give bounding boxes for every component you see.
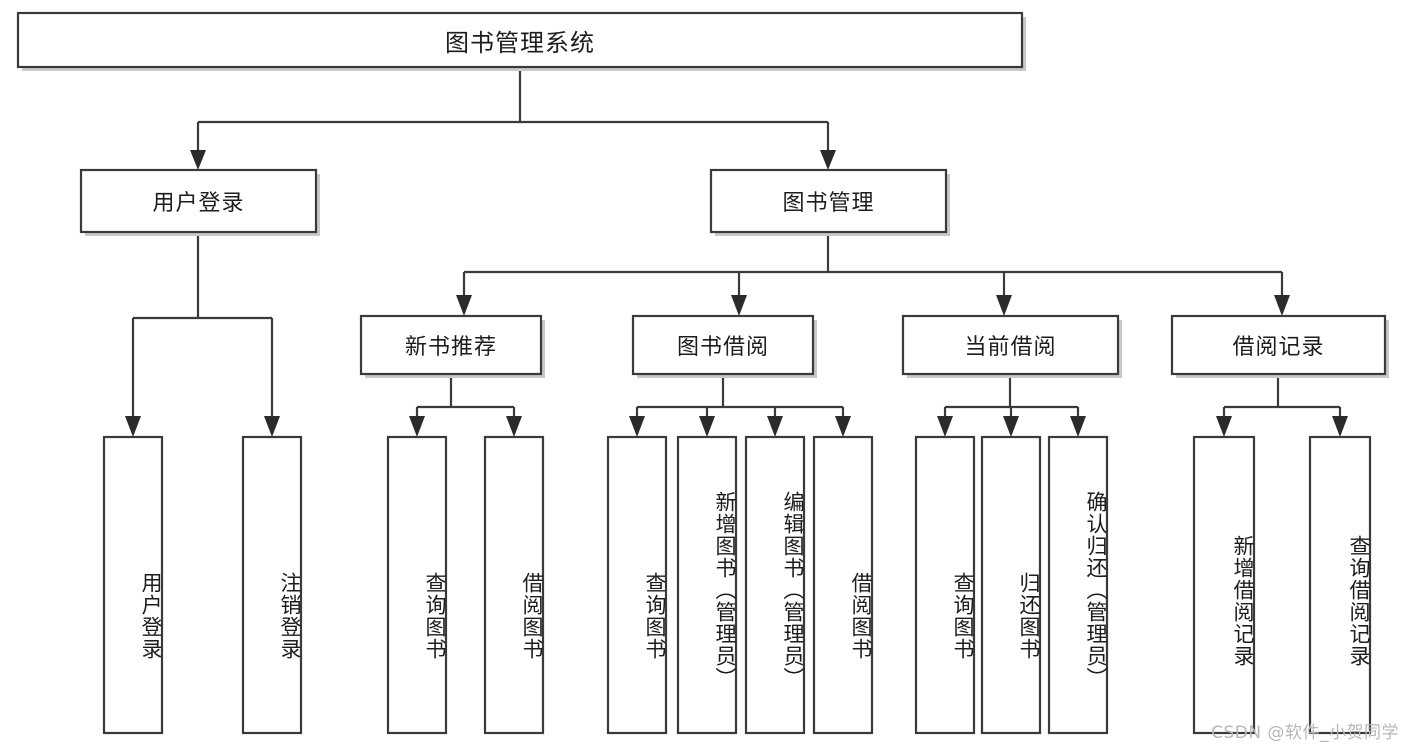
node-box-query-book-2[interactable] [606,435,668,735]
node-box-layer [16,11,1389,735]
arrowhead-query-borrow-record [1332,416,1348,437]
arrowhead-add-book [699,416,715,437]
arrowhead-borrow-book-1 [506,416,522,437]
node-box-edit-book[interactable] [744,435,806,735]
node-box-user-login-leaf[interactable] [102,435,164,735]
node-box-current-borrow[interactable] [901,314,1120,376]
arrowhead-book-management [820,150,836,170]
connector-layer [125,67,1348,437]
node-box-book-management[interactable] [709,168,948,234]
node-box-add-book[interactable] [676,435,738,735]
arrowhead-return-book [1003,416,1019,437]
node-box-query-borrow-record[interactable] [1308,435,1372,735]
arrowhead-user-login-leaf [125,416,141,437]
arrowhead-book-borrow [731,295,747,316]
arrowhead-query-book-2 [629,416,645,437]
arrowhead-confirm-return [1070,416,1086,437]
arrowhead-new-book-recommend [456,295,472,316]
arrowhead-borrow-record [1274,295,1290,316]
node-box-new-book-recommend[interactable] [359,314,543,376]
node-box-borrow-book-1[interactable] [483,435,545,735]
node-box-user-login[interactable] [79,168,318,234]
arrowhead-current-borrow [996,295,1012,316]
arrowhead-query-book-1 [409,416,425,437]
node-box-add-borrow-record[interactable] [1192,435,1256,735]
arrowhead-edit-book [767,416,783,437]
arrowhead-add-borrow-record [1216,416,1232,437]
node-box-return-book[interactable] [980,435,1042,735]
node-box-root[interactable] [16,11,1024,69]
arrowhead-user-login [190,150,206,170]
node-box-borrow-book-2[interactable] [812,435,874,735]
node-box-query-book-3[interactable] [914,435,976,735]
arrowhead-query-book-3 [937,416,953,437]
node-box-borrow-record[interactable] [1170,314,1387,376]
node-box-query-book-1[interactable] [386,435,448,735]
arrowhead-borrow-book-2 [835,416,851,437]
node-box-user-logout-leaf[interactable] [241,435,303,735]
node-box-book-borrow[interactable] [631,314,815,376]
arrowhead-user-logout-leaf [264,416,280,437]
node-box-confirm-return[interactable] [1047,435,1109,735]
